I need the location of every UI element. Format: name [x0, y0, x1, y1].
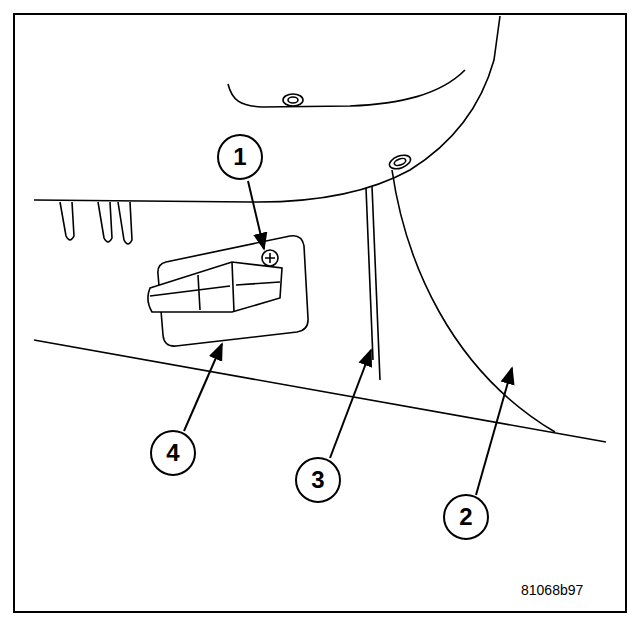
figure-id: 81068b97: [521, 583, 583, 597]
leader-arrows: [184, 181, 512, 495]
callout-number: 3: [295, 457, 341, 503]
callout-number: 1: [217, 134, 263, 180]
callout-number: 2: [443, 494, 489, 540]
frame: [14, 14, 626, 612]
hood-latch: [148, 236, 308, 346]
callout-number: 4: [150, 430, 196, 476]
vehicle-body: [34, 16, 606, 442]
